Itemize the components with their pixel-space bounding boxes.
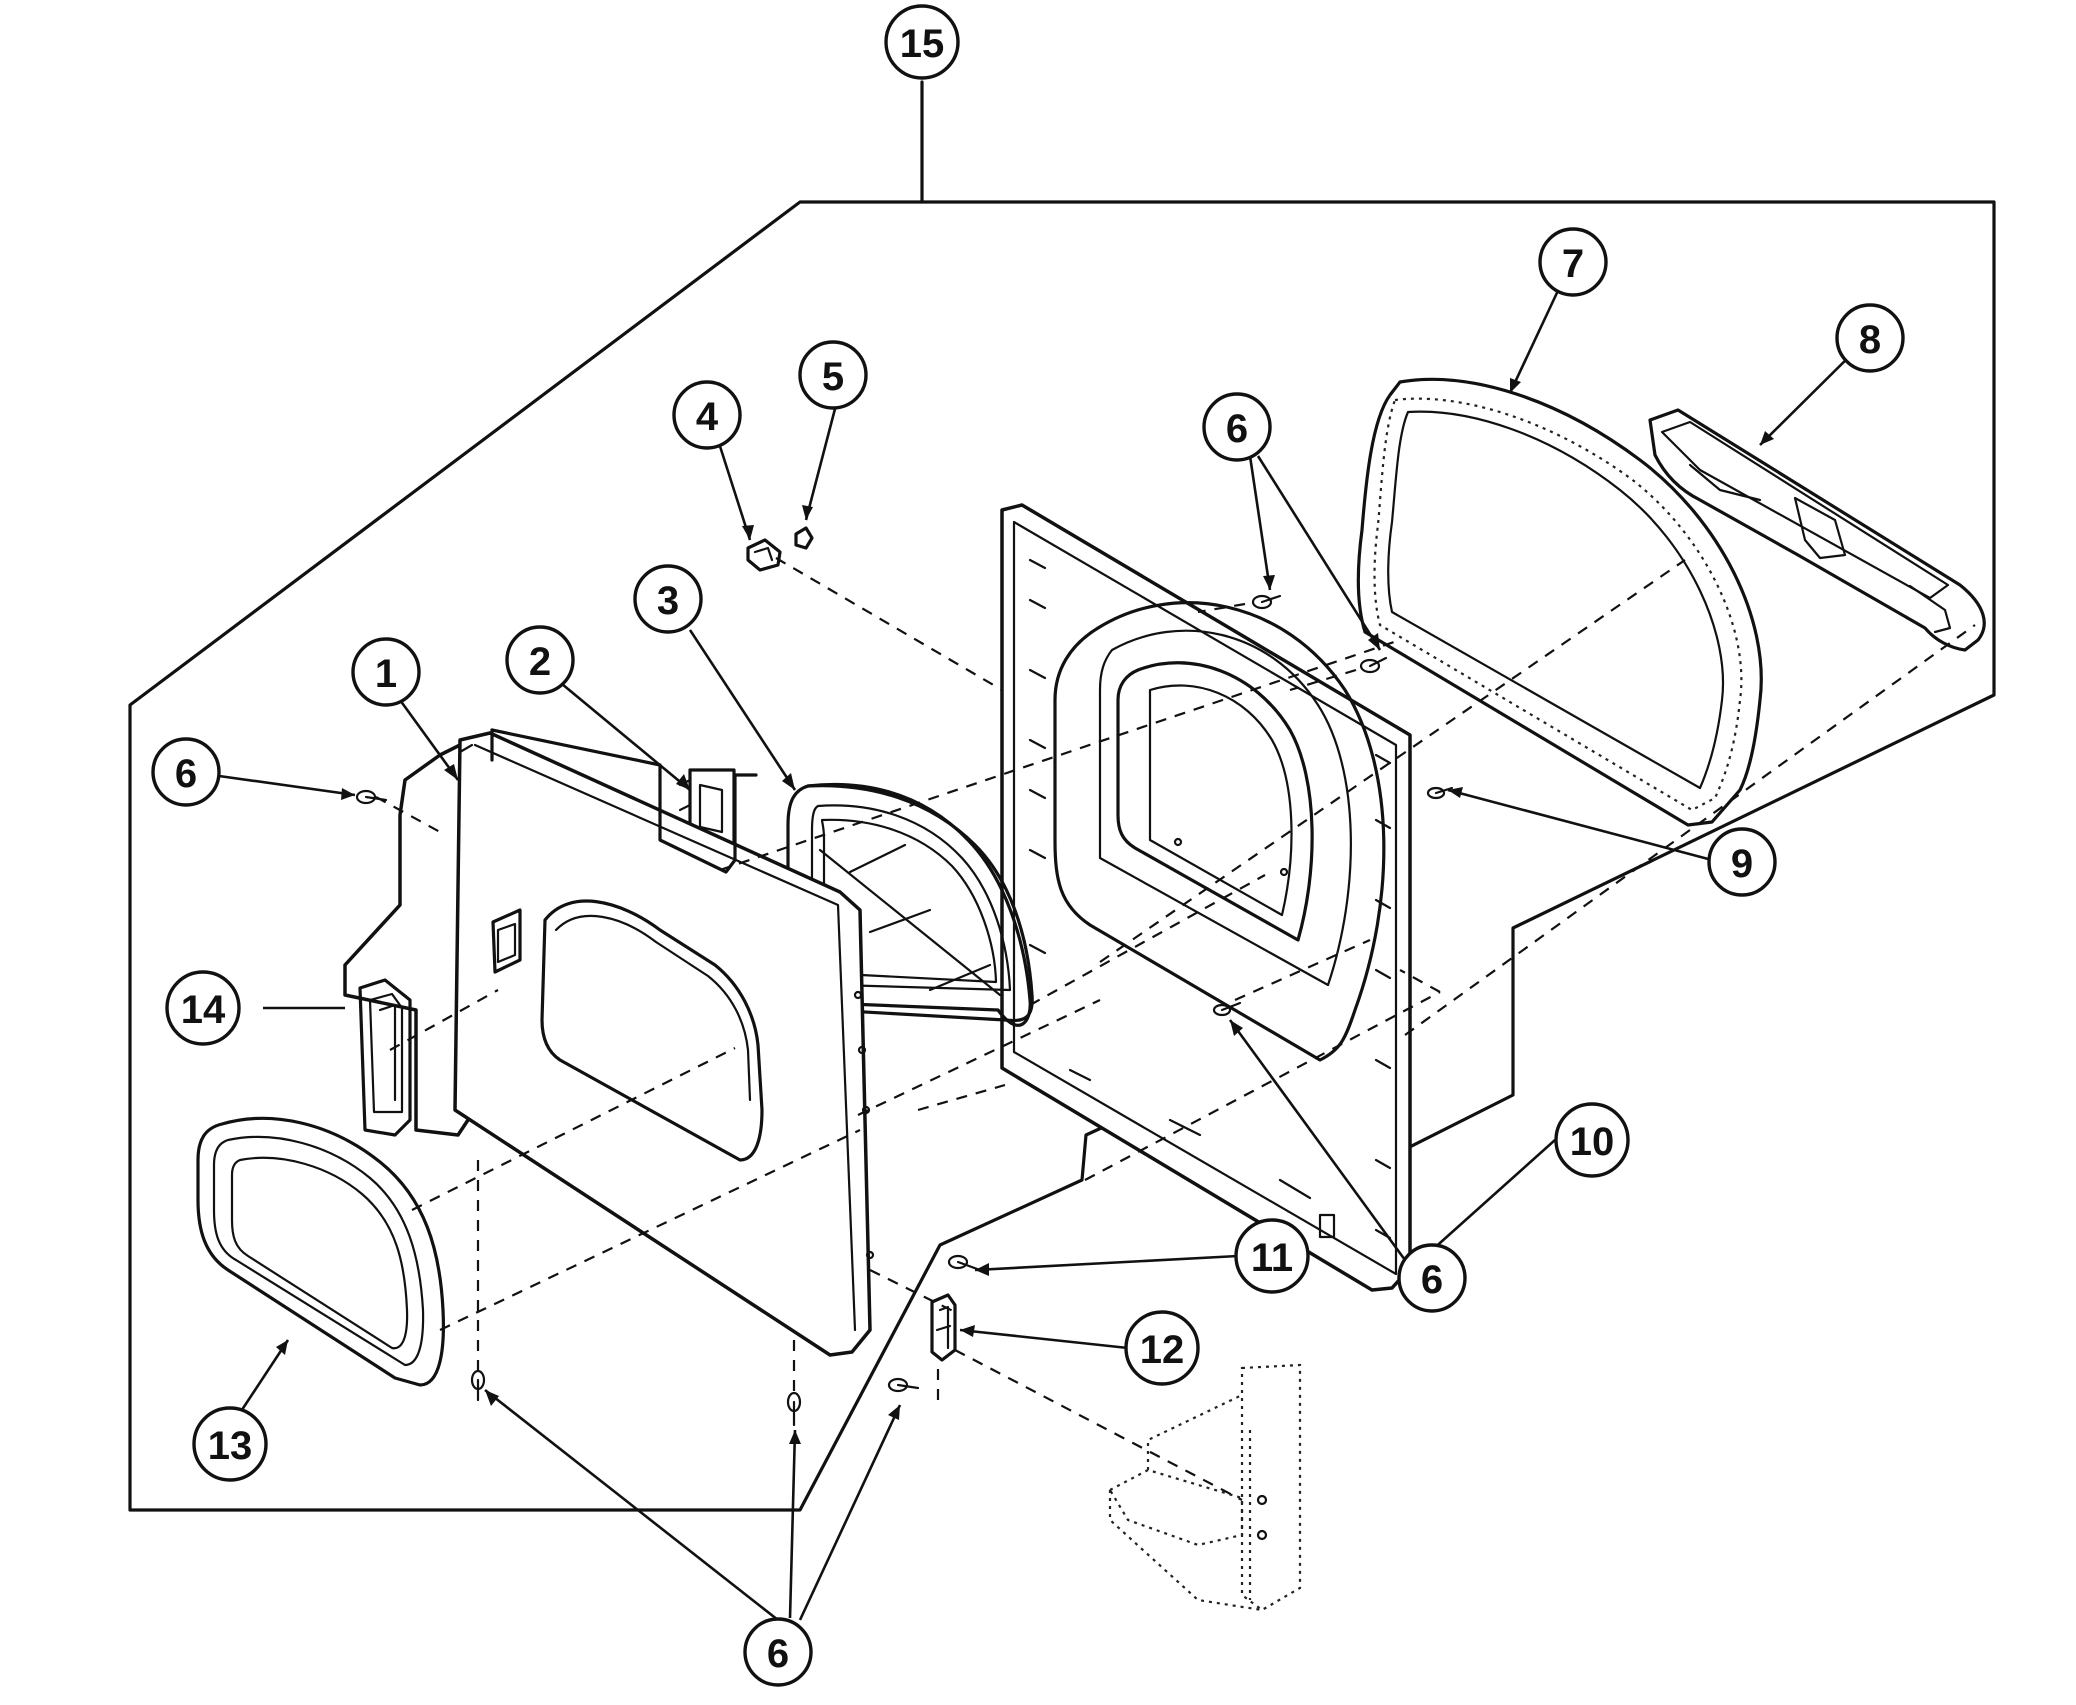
door-glass xyxy=(786,782,1034,1027)
callout-15: 15 xyxy=(884,4,960,80)
callout-9: 9 xyxy=(1707,827,1777,897)
callouts: 15 7 8 5 4 6 3 1 2 6 9 14 10 6 11 12 13 … xyxy=(151,4,1905,1687)
callout-12: 12 xyxy=(1124,1310,1200,1386)
svg-text:12: 12 xyxy=(1140,1328,1185,1372)
svg-text:6: 6 xyxy=(1226,407,1248,451)
svg-text:1: 1 xyxy=(375,652,397,696)
callout-8: 8 xyxy=(1835,303,1905,373)
callout-4: 4 xyxy=(672,380,742,450)
callout-6-mid: 6 xyxy=(1397,1243,1467,1313)
screw-hinge-top xyxy=(947,1254,982,1272)
door-seal xyxy=(1356,377,1763,827)
svg-text:5: 5 xyxy=(822,355,844,399)
handle-deflector xyxy=(1648,408,1986,652)
callout-14: 14 xyxy=(165,970,241,1046)
screw-top-2 xyxy=(1359,656,1388,674)
door-trim-ring xyxy=(196,1116,445,1387)
callout-6-bottom: 6 xyxy=(743,1617,813,1687)
svg-text:9: 9 xyxy=(1731,842,1753,886)
callout-7: 7 xyxy=(1538,227,1608,297)
svg-text:3: 3 xyxy=(657,579,679,623)
callout-3: 3 xyxy=(633,564,703,634)
outer-door-panel xyxy=(343,728,875,1357)
svg-text:7: 7 xyxy=(1562,242,1584,286)
callout-13: 13 xyxy=(192,1406,268,1482)
inner-door-panel xyxy=(1000,503,1412,1292)
cabinet-hinge-mount xyxy=(1108,1363,1302,1612)
svg-text:6: 6 xyxy=(1421,1258,1443,1302)
screw-seal xyxy=(1426,786,1454,800)
callout-10: 10 xyxy=(1554,1102,1630,1178)
screw-inner-panel xyxy=(1212,1001,1242,1017)
callout-2: 2 xyxy=(505,625,575,695)
svg-text:2: 2 xyxy=(529,640,551,684)
screw-bottom-left xyxy=(470,1369,486,1402)
latch-parts xyxy=(746,526,814,572)
callout-6-left: 6 xyxy=(151,737,221,807)
svg-text:13: 13 xyxy=(208,1424,253,1468)
svg-text:15: 15 xyxy=(900,22,945,66)
callout-6-top: 6 xyxy=(1202,392,1272,462)
svg-text:6: 6 xyxy=(767,1632,789,1676)
assembly-lines xyxy=(375,557,1976,1501)
svg-text:14: 14 xyxy=(181,988,226,1032)
svg-text:10: 10 xyxy=(1570,1120,1615,1164)
svg-text:11: 11 xyxy=(1251,1236,1293,1280)
callout-1: 1 xyxy=(351,637,421,707)
door-hinge xyxy=(930,1293,957,1362)
svg-text:6: 6 xyxy=(175,752,197,796)
callout-11: 11 xyxy=(1234,1218,1310,1294)
screw-bottom-mid xyxy=(786,1391,802,1427)
screw-top-1 xyxy=(1251,594,1282,610)
callout-5: 5 xyxy=(798,340,868,410)
svg-text:8: 8 xyxy=(1859,318,1881,362)
screw-hinge-bottom xyxy=(887,1377,920,1393)
handle-insert xyxy=(358,978,412,1137)
svg-text:4: 4 xyxy=(696,395,719,439)
